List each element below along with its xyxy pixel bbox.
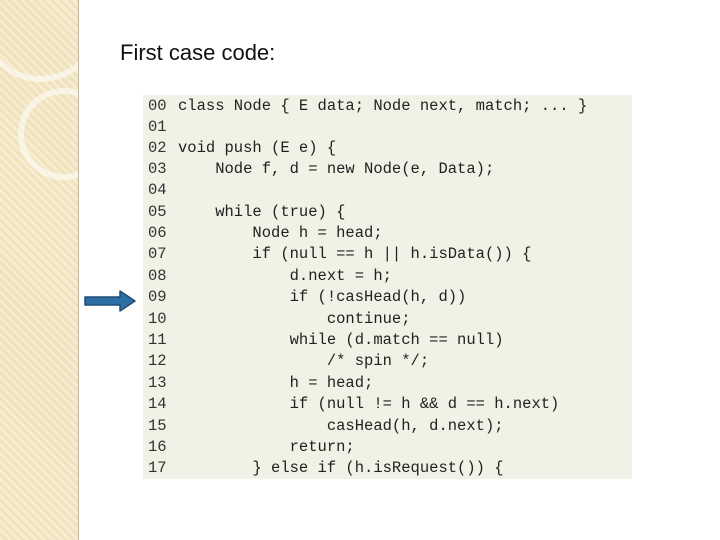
decorative-ring [0,0,78,82]
code-text: return; [178,438,355,456]
line-number: 08 [148,267,167,285]
code-line: 04 [143,180,632,201]
code-line: 13 h = head; [143,373,632,394]
code-line: 01 [143,117,632,138]
code-text: class Node { E data; Node next, match; .… [178,97,588,115]
line-number: 02 [148,139,167,157]
line-number: 15 [148,417,167,435]
code-line: 05 while (true) { [143,202,632,223]
line-number: 05 [148,203,167,221]
code-line: 02 void push (E e) { [143,138,632,159]
code-text: if (!casHead(h, d)) [178,288,467,306]
code-text: Node h = head; [178,224,383,242]
code-text: if (null == h || h.isData()) { [178,245,532,263]
code-line: 12 /* spin */; [143,351,632,372]
code-listing: 00 class Node { E data; Node next, match;… [143,95,632,479]
line-number: 17 [148,459,167,477]
code-text: /* spin */; [178,352,430,370]
code-text: } else if (h.isRequest()) { [178,459,504,477]
code-line: 16 return; [143,437,632,458]
code-line: 09 if (!casHead(h, d)) [143,287,632,308]
line-number: 01 [148,118,167,136]
code-line: 00 class Node { E data; Node next, match;… [143,96,632,117]
line-number: 04 [148,181,167,199]
code-text: void push (E e) { [178,139,337,157]
code-line: 03 Node f, d = new Node(e, Data); [143,159,632,180]
code-text: if (null != h && d == h.next) [178,395,560,413]
line-number: 06 [148,224,167,242]
code-line: 07 if (null == h || h.isData()) { [143,244,632,265]
code-text: continue; [178,310,411,328]
code-line: 08 d.next = h; [143,266,632,287]
line-number: 16 [148,438,167,456]
line-number: 07 [148,245,167,263]
code-line: 06 Node h = head; [143,223,632,244]
line-number: 10 [148,310,167,328]
code-line: 14 if (null != h && d == h.next) [143,394,632,415]
code-line: 10 continue; [143,309,632,330]
code-text: d.next = h; [178,267,392,285]
line-number: 03 [148,160,167,178]
code-text: while (d.match == null) [178,331,504,349]
line-number: 00 [148,97,167,115]
code-text: while (true) { [178,203,346,221]
right-arrow-icon [84,290,136,312]
code-line: 17 } else if (h.isRequest()) { [143,458,632,479]
code-text: h = head; [178,374,374,392]
slide-title: First case code: [120,40,276,65]
decorative-side-panel [0,0,79,540]
decorative-ring [18,88,78,180]
line-number: 13 [148,374,167,392]
line-number: 14 [148,395,167,413]
line-number: 11 [148,331,167,349]
code-line: 15 casHead(h, d.next); [143,416,632,437]
code-text: casHead(h, d.next); [178,417,504,435]
code-text: Node f, d = new Node(e, Data); [178,160,495,178]
line-number: 09 [148,288,167,306]
line-number: 12 [148,352,167,370]
code-line: 11 while (d.match == null) [143,330,632,351]
